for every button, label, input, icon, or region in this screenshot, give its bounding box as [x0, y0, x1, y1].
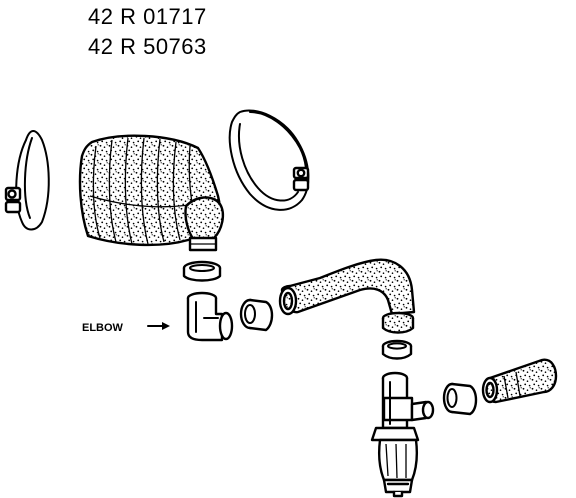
part-number-1: 42 R 01717: [88, 4, 207, 29]
valve-assembly: [370, 371, 435, 498]
part-number-list: 42 R 01717 42 R 50763: [88, 2, 207, 62]
small-ring-clamp-lower: [381, 339, 413, 360]
valve-side-clamp: [442, 382, 478, 416]
arrow-right-icon: [147, 322, 170, 330]
right-band-clamp: [228, 109, 310, 211]
tube-collar: [381, 311, 415, 334]
small-ring-clamp-mid: [239, 298, 274, 332]
short-speckled-hose: [481, 358, 558, 404]
elbow-fitting: [186, 291, 234, 342]
corrugated-intake-hose: [78, 134, 225, 252]
left-hose-clamp: [4, 130, 50, 231]
elbow-label: ELBOW: [82, 322, 124, 334]
part-number-2: 42 R 50763: [88, 34, 207, 59]
elbow-callout: ELBOW: [82, 322, 170, 334]
small-ring-clamp-upper: [182, 260, 222, 282]
curved-connecting-tube: [278, 258, 416, 316]
